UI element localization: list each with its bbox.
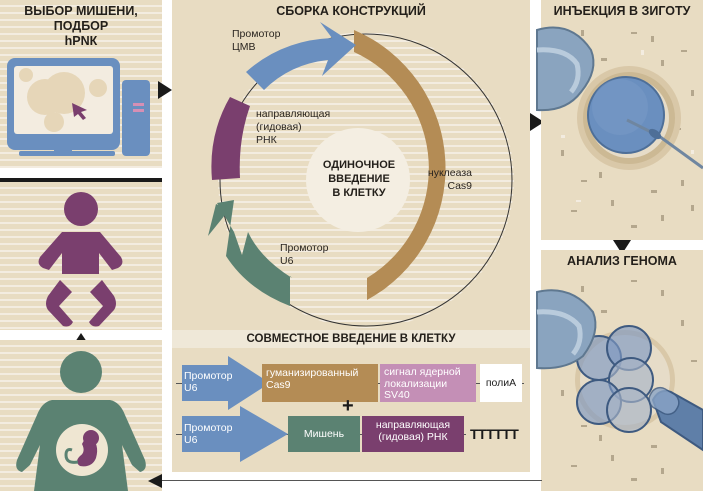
label-line: Промотор [280,242,329,254]
label-line: U6 [184,382,198,394]
panel-construct-assembly: СБОРКА КОНСТРУКЦИЙ ОДИНОЧНОЕ ВВЕДЕНИЕ В … [172,0,530,330]
panel-baby [0,182,162,330]
title-line: ВЫБОР МИШЕНИ, [24,4,138,18]
panel-co-introduction: СОВМЕСТНОЕ ВВЕДЕНИЕ В КЛЕТКУ Промотор U6… [172,330,530,472]
flow-line-bottom [160,480,550,481]
row2-promoter-label: Промотор U6 [184,422,232,446]
divider [0,178,162,182]
u6-promoter-arrow-row2 [182,406,288,462]
computer-icon [7,58,150,156]
label-line: локализации [384,377,448,390]
center-circle [306,128,410,232]
label-line: (гидовая) [256,121,302,133]
flow-arrow-right-icon [530,113,544,131]
label-line: нуклеаза [427,167,472,179]
label-line: РНК [256,134,277,146]
label-line: ЦМВ [232,41,256,53]
center-label: ОДИНОЧНОЕ ВВЕДЕНИЕ В КЛЕТКУ [308,158,410,200]
panel-title-co-introduction: СОВМЕСТНОЕ ВВЕДЕНИЕ В КЛЕТКУ [246,333,456,345]
row1-promoter-label: Промотор U6 [184,370,232,394]
title-line: ПОДБОР [53,19,109,33]
cmv-promoter-arrow [246,22,356,90]
label-line: (гидовая) РНК [378,431,448,443]
grna-segment [211,97,250,180]
panel-pregnant [0,340,162,491]
flow-line-right [530,480,542,481]
center-label-line: ВВЕДЕНИЕ [328,173,390,185]
co-introduction-title-bar [172,330,530,348]
row2-terminator: TTTTTT [470,426,519,442]
u6-promoter-arrow [217,200,292,306]
flow-arrow-down-icon [613,240,631,254]
cas9-segment [354,30,446,300]
label-line: сигнал ядерной [384,366,461,378]
label-line: гуманизированный [266,367,359,379]
plus-sign: + [342,395,354,417]
label-line: SV40 [384,389,410,401]
zygote-injection-icon [536,26,703,228]
flow-arrow-left-icon [148,474,162,488]
panel-genome-analysis: АНАЛИЗ ГЕНОМА [536,250,703,491]
label-cmv-promoter: Промотор ЦМВ [232,28,280,54]
label-u6-promoter: Промотор U6 [280,242,328,268]
panel-title-genome-analysis: АНАЛИЗ ГЕНОМА [567,254,677,268]
title-line: hРNК [64,34,98,48]
center-label-line: ОДИНОЧНОЕ [322,159,396,171]
panel-zygote-injection: ИНЪЕКЦИЯ В ЗИГОТУ [536,0,703,240]
row1-nls-block: сигнал ядерной локализации SV40 [380,364,476,402]
row2-grna-block: направляющая (гидовая) РНК [362,416,464,452]
label-line: Промотор [184,370,233,382]
label-cas9: нуклеаза Cas9 [412,167,472,193]
embryo-biopsy-icon [536,280,703,481]
baby-icon [38,192,123,327]
pregnant-woman-icon [16,351,146,491]
panel-target-selection: ВЫБОР МИШЕНИ, ПОДБОР hРNК [0,0,162,168]
row1-cas9-block: гуманизированный Cas9 [262,364,378,402]
label-line: направляющая [375,419,451,431]
plasmid-diagram [208,22,514,328]
flow-arrow-right-icon [158,81,172,99]
label-grna: направляющая (гидовая) РНК [256,108,330,147]
label-line: U6 [280,255,294,267]
label-line: Промотор [184,422,233,434]
panel-title-zygote-injection: ИНЪЕКЦИЯ В ЗИГОТУ [553,4,691,18]
label-line: Промотор [232,28,281,40]
u6-promoter-arrow-row1 [182,356,270,410]
center-label-line: В КЛЕТКУ [332,187,386,199]
panel-title-target-selection: ВЫБОР МИШЕНИ, ПОДБОР hРNК [0,4,162,49]
label-line: U6 [184,434,198,446]
panel-title-construct-assembly: СБОРКА КОНСТРУКЦИЙ [276,4,426,18]
label-line: Cas9 [447,180,472,192]
row2-target-block: Мишень [288,416,360,452]
label-line: Cas9 [266,379,291,391]
label-line: направляющая [256,108,331,120]
row1-polya-block: полиА [480,364,522,402]
